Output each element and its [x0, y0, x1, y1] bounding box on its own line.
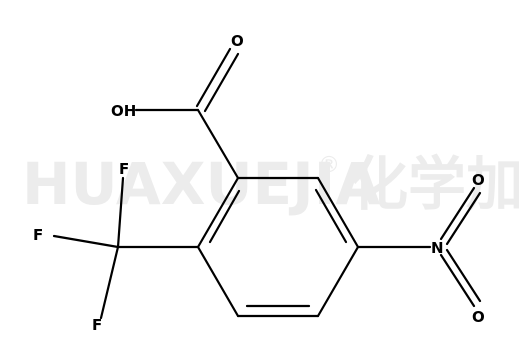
nitro-oxygen-top-bond-a [439, 186, 476, 241]
nitrogen-label: N [431, 239, 444, 257]
watermark: HUAXUEJIA ® 化学加 [22, 150, 519, 218]
trifluoromethyl-group: F F F [33, 160, 200, 334]
ring-double-bond-inner-right [314, 188, 348, 244]
ring-bond-upper-left [196, 176, 240, 249]
carbonyl-double-bond-b [203, 52, 240, 113]
ring-bond-lower-left [196, 245, 240, 318]
nitro-group: N O O [356, 171, 485, 326]
carboxylic-acid-group: OH O [111, 32, 244, 180]
benzene-ring [196, 176, 360, 318]
fluorine-top-label: F [119, 160, 129, 178]
carbonyl-oxygen-label: O [231, 32, 244, 50]
watermark-chinese-text: 化学加 [350, 150, 519, 218]
fluorine-bottom-label: F [92, 316, 102, 334]
carbon-fluorine-top-bond [116, 176, 125, 249]
carbonyl-double-bond-a [195, 47, 232, 108]
nitro-oxygen-bottom-bond-a [439, 253, 476, 308]
carbon-fluorine-left-bond [52, 234, 120, 249]
fluorine-left-label: F [33, 226, 43, 244]
hydroxyl-label: OH [111, 102, 136, 120]
nitro-oxygen-bottom-label: O [472, 308, 485, 326]
nitro-oxygen-top-bond-b [445, 191, 482, 246]
nitro-oxygen-bottom-bond-b [445, 248, 482, 303]
ring-double-bond-inner-left [208, 189, 241, 244]
ring-bond-lower-right [316, 245, 360, 318]
watermark-registered-mark: ® [318, 153, 340, 178]
ring-to-carboxyl-bond [196, 108, 240, 180]
nitro-oxygen-top-label: O [472, 171, 485, 189]
carbon-fluorine-bottom-bond [99, 245, 120, 320]
ring-bond-upper-right [316, 176, 360, 249]
